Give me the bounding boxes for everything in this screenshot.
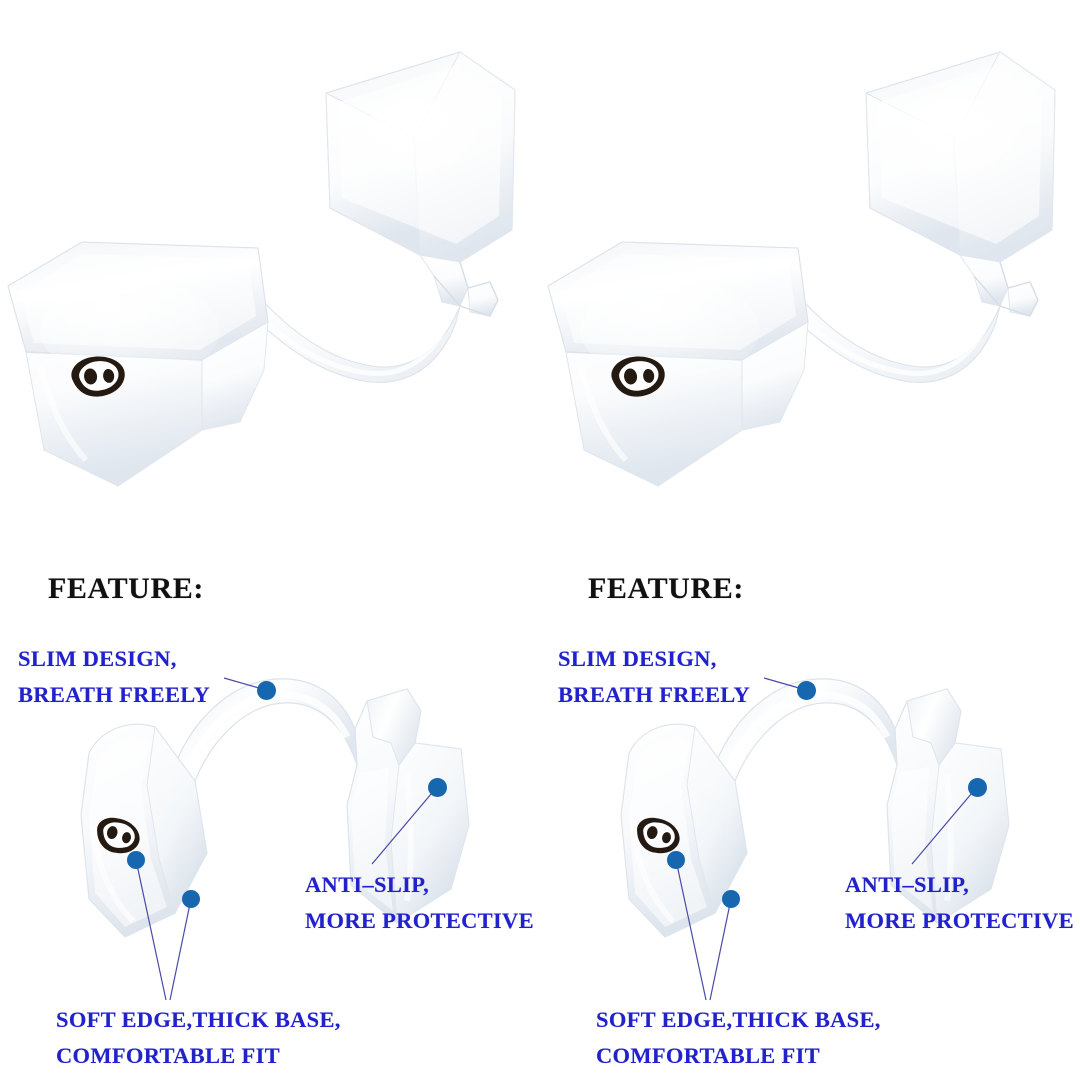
marker-soft-edge-b-right[interactable] bbox=[722, 890, 740, 908]
callout-line-1: SLIM DESIGN, bbox=[558, 646, 717, 671]
callout-anti-slip-left: ANTI–SLIP, MORE PROTECTIVE bbox=[305, 867, 534, 939]
nose-pad-lower bbox=[7, 241, 269, 487]
callout-line-2: BREATH FREELY bbox=[18, 682, 211, 707]
marker-soft-edge-a-left[interactable] bbox=[127, 851, 145, 869]
marker-slim-design-left[interactable] bbox=[257, 681, 276, 700]
feature-heading-right: FEATURE: bbox=[588, 572, 744, 605]
callout-line-2: BREATH FREELY bbox=[558, 682, 751, 707]
callout-slim-design-right: SLIM DESIGN, BREATH FREELY bbox=[558, 641, 750, 713]
brand-logo-icon bbox=[71, 356, 125, 397]
callout-line-1: ANTI–SLIP, bbox=[305, 872, 430, 897]
product-photo-right bbox=[530, 30, 1080, 500]
callout-soft-edge-left: SOFT EDGE,THICK BASE, COMFORTABLE FIT bbox=[56, 1002, 341, 1074]
nose-clip-bridge bbox=[791, 301, 1001, 383]
nose-pad-lower bbox=[547, 241, 809, 487]
nose-clip-bridge bbox=[251, 301, 461, 383]
callout-soft-edge-right: SOFT EDGE,THICK BASE, COMFORTABLE FIT bbox=[596, 1002, 881, 1074]
marker-slim-design-right[interactable] bbox=[797, 681, 816, 700]
marker-soft-edge-a-right[interactable] bbox=[667, 851, 685, 869]
callout-line-2: MORE PROTECTIVE bbox=[305, 908, 534, 933]
nose-pad-upper bbox=[865, 51, 1056, 317]
brand-logo-icon bbox=[97, 817, 140, 854]
left-nose-pad bbox=[620, 723, 748, 938]
callout-line-2: COMFORTABLE FIT bbox=[596, 1043, 820, 1068]
callout-line-1: SOFT EDGE,THICK BASE, bbox=[56, 1007, 341, 1032]
callout-line-1: SLIM DESIGN, bbox=[18, 646, 177, 671]
callout-anti-slip-right: ANTI–SLIP, MORE PROTECTIVE bbox=[845, 867, 1074, 939]
marker-anti-slip-right[interactable] bbox=[968, 778, 987, 797]
brand-logo-icon bbox=[637, 817, 680, 854]
callout-slim-design-left: SLIM DESIGN, BREATH FREELY bbox=[18, 641, 210, 713]
callout-line-2: MORE PROTECTIVE bbox=[845, 908, 1074, 933]
brand-logo-icon bbox=[611, 356, 665, 397]
feature-heading-left: FEATURE: bbox=[48, 572, 204, 605]
marker-anti-slip-left[interactable] bbox=[428, 778, 447, 797]
nose-pad-upper bbox=[325, 51, 516, 317]
callout-line-1: ANTI–SLIP, bbox=[845, 872, 970, 897]
product-photo-left bbox=[0, 30, 550, 500]
marker-soft-edge-b-left[interactable] bbox=[182, 890, 200, 908]
callout-line-1: SOFT EDGE,THICK BASE, bbox=[596, 1007, 881, 1032]
callout-line-2: COMFORTABLE FIT bbox=[56, 1043, 280, 1068]
